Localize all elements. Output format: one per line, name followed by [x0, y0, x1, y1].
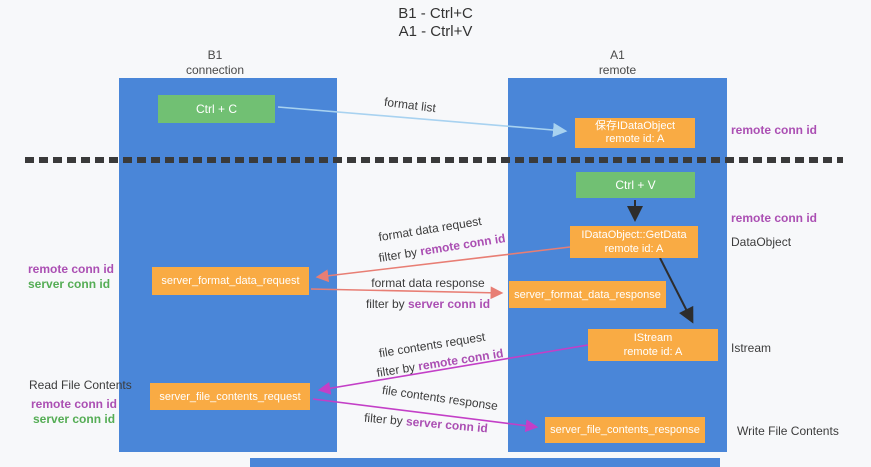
server-file-contents-request-box: server_file_contents_request	[150, 383, 310, 410]
ctrl-v-box: Ctrl + V	[576, 172, 695, 198]
format-list-label: format list	[383, 94, 437, 116]
filter-by-text: filter by	[363, 410, 404, 428]
left-remote-conn-id-bottom: remote conn id	[31, 397, 118, 411]
ctrl-v-label: Ctrl + V	[615, 178, 656, 192]
file-contents-response-label: file contents response	[381, 382, 499, 414]
lane-right-role: remote	[598, 63, 637, 77]
write-file-contents-label: Write File Contents	[737, 424, 839, 438]
server-file-contents-response-box: server_file_contents_response	[545, 417, 705, 443]
lane-right-name: A1	[610, 48, 625, 62]
lane-header-right: A1 remote	[508, 48, 727, 78]
getdata-box: IDataObject::GetData remote id: A	[570, 226, 698, 258]
ctrl-c-label: Ctrl + C	[195, 102, 237, 116]
filter-by-text: filter by	[375, 360, 417, 380]
save-dataobject-line1: 保存IDataObject	[594, 120, 676, 132]
server-format-data-request-box: server_format_data_request	[152, 267, 309, 295]
session-separator-dashed-line	[25, 157, 843, 163]
istream-side-label: Istream	[731, 341, 772, 355]
istream-line1: IStream	[633, 332, 673, 344]
ctrl-c-box: Ctrl + C	[158, 95, 275, 123]
lane-left-name: B1	[207, 48, 223, 62]
istream-line2: remote id: A	[623, 346, 683, 358]
filter-by-server-conn-id-2: filter by server conn id	[346, 409, 507, 437]
right-remote-conn-id-top: remote conn id	[731, 123, 818, 137]
left-server-conn-id-top: server conn id	[28, 277, 111, 291]
filter-by-server-conn-id-1: filter by server conn id	[348, 297, 508, 311]
bottom-lane-strip	[250, 458, 720, 467]
server-format-data-request-label: server_format_data_request	[161, 275, 300, 287]
save-dataobject-line2: remote id: A	[605, 133, 665, 145]
right-remote-conn-id-mid: remote conn id	[731, 211, 818, 225]
server-file-contents-response-label: server_file_contents_response	[550, 424, 700, 436]
filter-by-text: filter by	[377, 245, 419, 265]
dataobject-label: DataObject	[731, 235, 792, 249]
diagram-title-line2: A1 - Ctrl+V	[398, 23, 473, 40]
filter-server-conn-id-text: server conn id	[405, 414, 489, 436]
istream-box: IStream remote id: A	[588, 329, 718, 361]
getdata-line2: remote id: A	[604, 243, 664, 255]
server-file-contents-request-label: server_file_contents_request	[159, 390, 301, 403]
lane-header-left: B1 connection	[105, 48, 325, 78]
left-remote-conn-id-top: remote conn id	[28, 262, 115, 276]
format-data-response-label: format data response	[371, 276, 485, 290]
filter-server-conn-id-text: server conn id	[408, 297, 491, 311]
left-server-conn-id-bottom: server conn id	[33, 412, 116, 426]
read-file-contents-label: Read File Contents	[29, 378, 132, 392]
diagram-title-line1: B1 - Ctrl+C	[398, 5, 473, 22]
server-format-data-response-label: server_format_data_response	[514, 288, 661, 301]
lane-left-role: connection	[185, 63, 245, 77]
filter-by-text: filter by	[365, 297, 405, 311]
getdata-line1: IDataObject::GetData	[581, 229, 687, 241]
server-format-data-response-box: server_format_data_response	[509, 281, 666, 308]
save-dataobject-box: 保存IDataObject remote id: A	[575, 118, 695, 148]
